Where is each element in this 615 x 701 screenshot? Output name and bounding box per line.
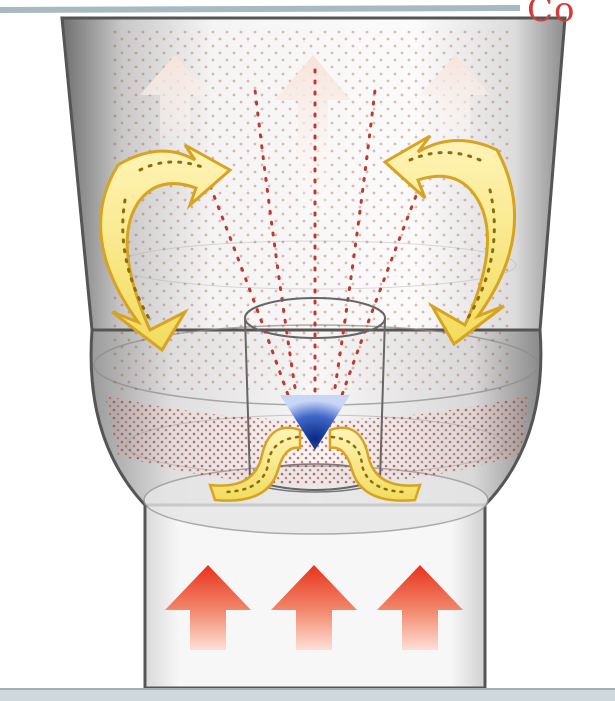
- bottom-bar: [0, 688, 615, 701]
- top-frame-line: [0, 8, 520, 10]
- corner-title-fragment: Co: [527, 0, 575, 30]
